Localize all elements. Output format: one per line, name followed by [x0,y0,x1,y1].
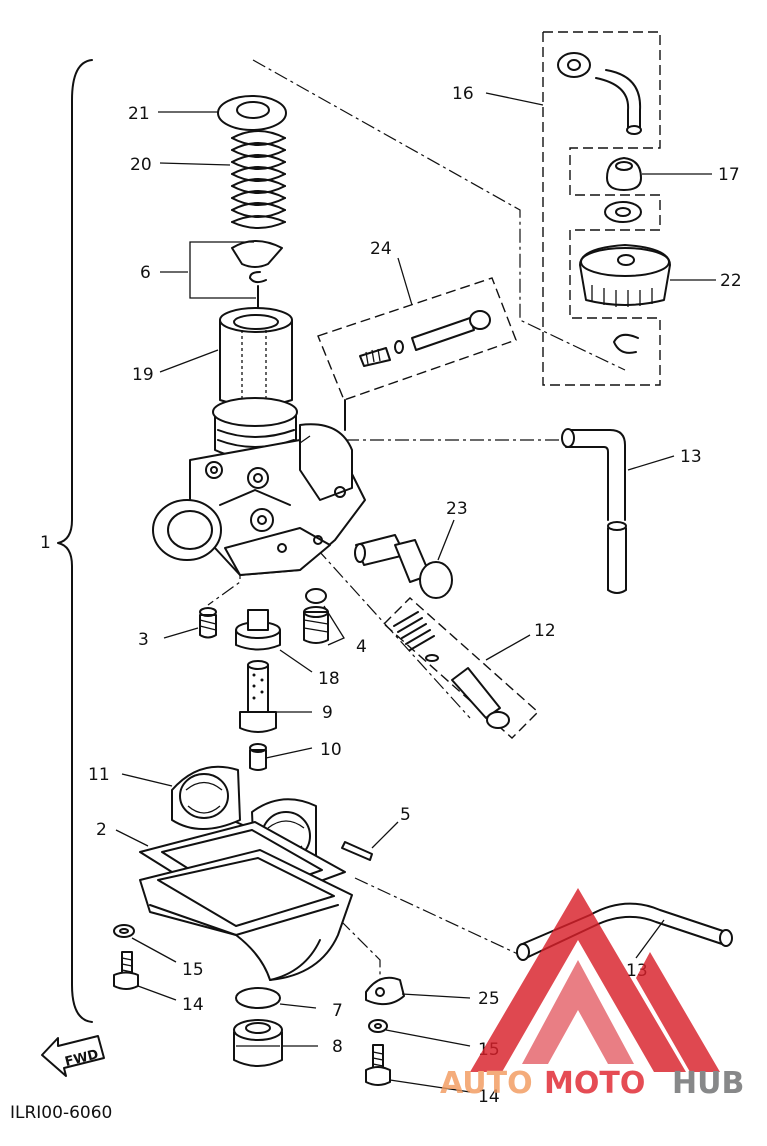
float-bowl [139,821,353,981]
callout-19: 19 [132,365,154,385]
dash-leaders [207,59,626,980]
callout-22: 22 [720,271,742,291]
callout-3: 3 [138,630,149,650]
pilot-screw-kit-group [317,277,517,431]
choke-plunger [354,534,453,599]
watermark-moto: MOTO [544,1066,645,1101]
callout-10: 10 [320,740,342,760]
diagram-code: ILRI00-6060 [10,1103,112,1123]
top-parts [189,95,287,331]
callout-9: 9 [322,703,333,723]
throttle-stop-screw-group [382,597,540,739]
callout-leaders [115,92,716,1093]
callout-11: 11 [88,765,110,785]
fuel-cap-kit-group [542,31,671,386]
jets-18-9-10 [235,609,281,771]
float-pin [341,841,373,861]
callout-6: 6 [140,263,151,283]
callout-14-right: 14 [478,1087,500,1107]
callout-23: 23 [446,499,468,519]
callout-13-upper: 13 [680,447,702,467]
throttle-valve [219,307,293,407]
callout-labels: 1 2 3 4 5 6 7 8 9 10 11 12 13 13 14 14 1… [40,84,742,1107]
fwd-arrow: FWD [41,1035,105,1077]
callout-12: 12 [534,621,556,641]
callout-24: 24 [370,239,392,259]
bowl-hardware [113,924,405,1086]
callout-15-left: 15 [182,960,204,980]
callout-21: 21 [128,104,150,124]
callout-7: 7 [332,1001,343,1021]
callout-18: 18 [318,669,340,689]
callout-5: 5 [400,805,411,825]
callout-4: 4 [356,637,367,657]
assembly-bracket [57,59,93,1023]
carburetor-body [152,397,366,576]
callout-20: 20 [130,155,152,175]
callout-1: 1 [40,533,51,553]
watermark: AUTO MOTO HUB [440,888,744,1101]
watermark-auto: AUTO [440,1066,533,1101]
callout-17: 17 [718,165,740,185]
callout-16: 16 [452,84,474,104]
jets-3-4 [199,588,329,644]
callout-2: 2 [96,820,107,840]
vent-tube-upper [561,428,627,594]
callout-25: 25 [478,989,500,1009]
watermark-logo [470,888,720,1072]
watermark-hub: HUB [672,1066,744,1101]
callout-14-left: 14 [182,995,204,1015]
callout-8: 8 [332,1037,343,1057]
